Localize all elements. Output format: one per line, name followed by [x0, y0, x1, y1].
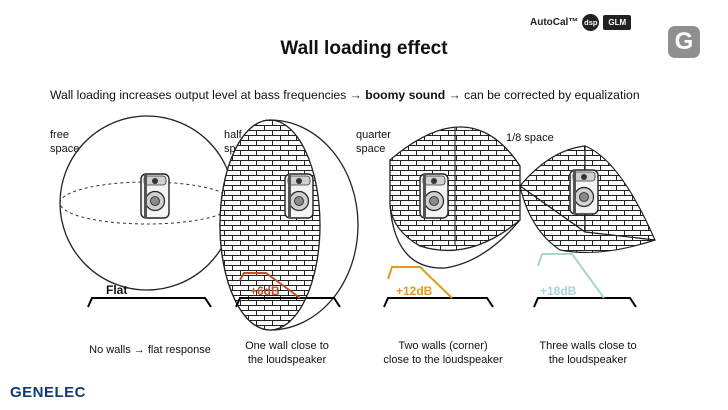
dsp-badge: dsp — [582, 13, 600, 31]
product-badges: AutoCal™ dsp GLM — [530, 13, 632, 31]
subtitle-emphasis: boomy sound — [365, 88, 446, 102]
slide-subtitle: Wall loading increases output level at b… — [50, 88, 640, 102]
response-curve-quarter-space — [383, 266, 494, 308]
response-label-eighth-space: +18dB — [540, 284, 577, 298]
response-label-half-space: +6dB — [250, 284, 280, 298]
panel-label-quarter-space: quarter space — [356, 129, 391, 155]
quarter-space-corner — [389, 126, 521, 269]
genelec-g-logo-icon: G — [668, 26, 700, 58]
eighth-space-corner — [519, 145, 656, 254]
caption-eighth-space: Three walls close to the loudspeaker — [539, 340, 637, 366]
panel-label-free-space: free space — [50, 129, 80, 155]
loudspeaker-icon — [284, 173, 314, 219]
response-label-quarter-space: +12dB — [396, 284, 433, 298]
panel-label-eighth-space: 1/8 space — [506, 132, 554, 144]
loudspeaker-icon — [419, 173, 449, 219]
genelec-logo: GENELEC — [10, 384, 87, 401]
loudspeaker-icon — [140, 173, 170, 219]
slide-title: Wall loading effect — [280, 38, 448, 59]
response-curve-half-space — [235, 272, 341, 308]
arrow-icon: → — [349, 88, 362, 102]
caption-quarter-space: Two walls (corner) close to the loudspea… — [383, 340, 503, 366]
caption-free-space: No walls → flat response — [89, 344, 211, 356]
caption-half-space: One wall close to the loudspeaker — [245, 340, 329, 366]
arrow-icon: → — [448, 88, 461, 102]
subtitle-text-end: can be corrected by equalization — [460, 88, 640, 102]
glm-badge: GLM — [603, 14, 632, 30]
half-space-wall — [219, 119, 359, 331]
free-space-sphere — [59, 115, 235, 291]
autocal-badge: AutoCal™ — [530, 16, 579, 28]
subtitle-text-start: Wall loading increases output level at b… — [50, 88, 350, 102]
response-curve-eighth-space — [533, 253, 637, 308]
loudspeaker-icon — [569, 169, 599, 215]
response-curve-flat — [87, 297, 212, 308]
response-label-flat: Flat — [106, 283, 128, 297]
